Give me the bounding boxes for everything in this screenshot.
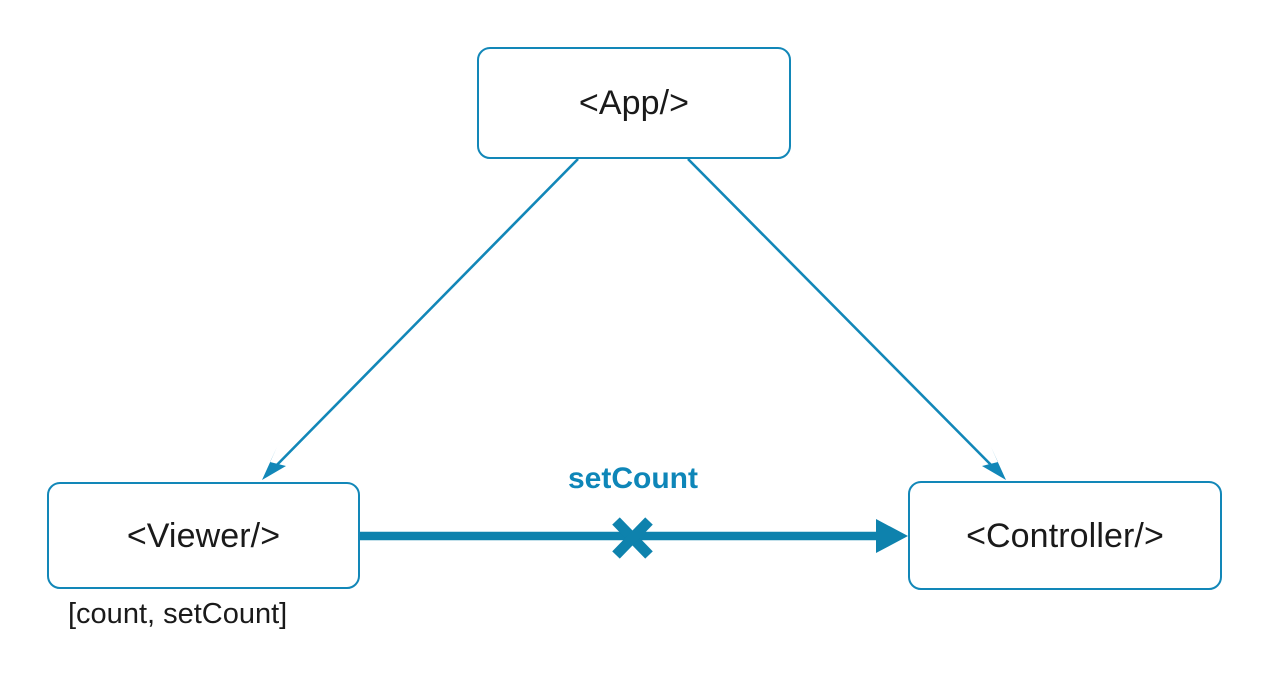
edge-app-to-controller — [687, 158, 1006, 480]
node-viewer[interactable]: <Viewer/> — [47, 482, 360, 589]
node-controller-label: <Controller/> — [966, 516, 1164, 555]
edge-app-to-viewer — [262, 158, 579, 480]
edge-viewer-to-controller — [360, 519, 908, 553]
blocked-x-icon — [612, 517, 653, 559]
viewer-state-caption: [count, setCount] — [68, 598, 288, 630]
node-app[interactable]: <App/> — [477, 47, 791, 159]
node-app-label: <App/> — [578, 84, 690, 122]
node-controller[interactable]: <Controller/> — [908, 481, 1222, 590]
node-viewer-label: <Viewer/> — [126, 516, 281, 555]
edge-label-setcount: setCount — [568, 462, 698, 495]
